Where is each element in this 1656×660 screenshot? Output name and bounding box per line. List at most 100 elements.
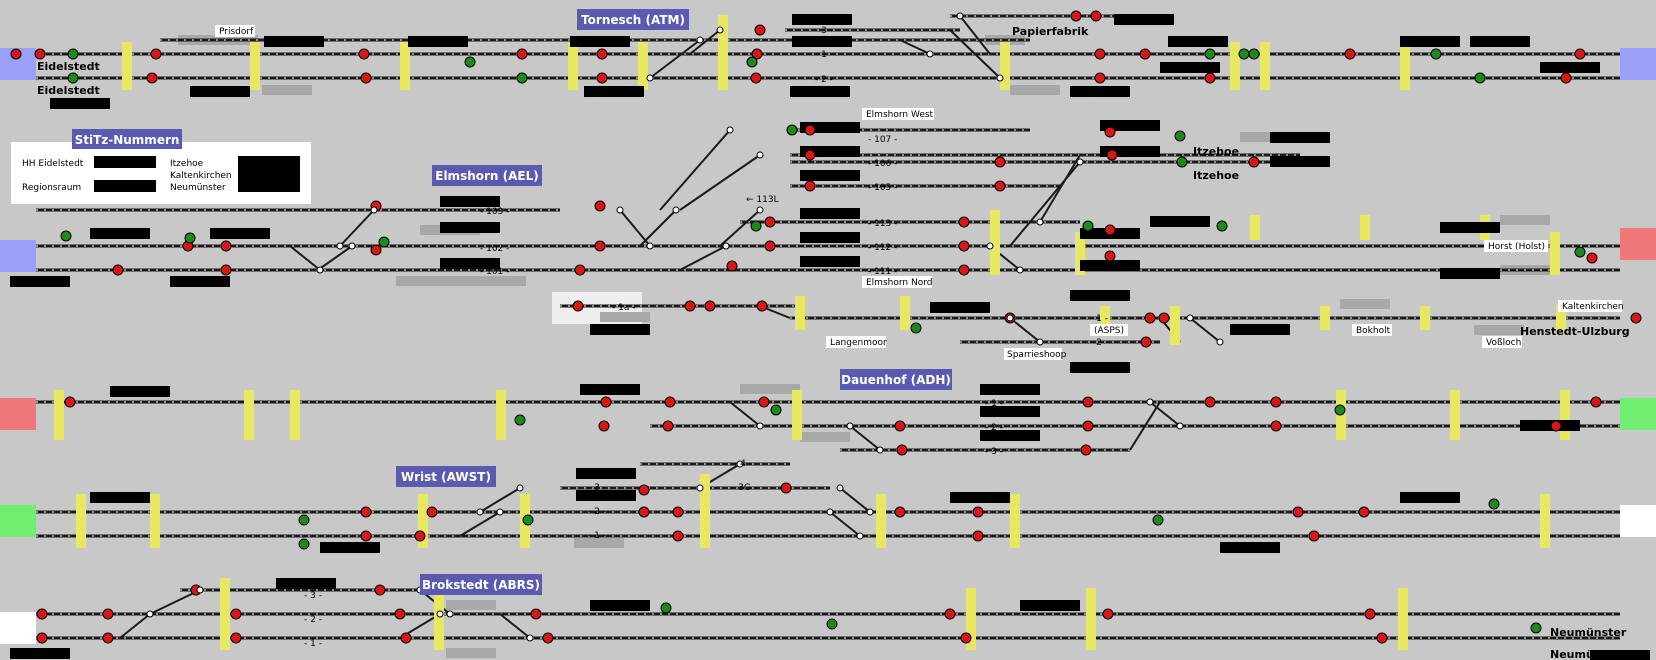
track-crossover[interactable] [959,15,991,55]
switch-point[interactable] [446,610,454,618]
signal-lamp[interactable] [786,124,798,136]
switch-point[interactable] [986,242,994,250]
signal-lamp[interactable] [230,632,242,644]
signal-lamp[interactable] [704,300,716,312]
signal-lamp[interactable] [542,632,554,644]
signal-lamp[interactable] [1082,396,1094,408]
signal-lamp[interactable] [1474,72,1486,84]
train-number-display[interactable] [980,430,1040,441]
stitz-display-hh-eidelstedt[interactable] [94,156,156,168]
signal-lamp[interactable] [804,149,816,161]
signal-lamp[interactable] [960,632,972,644]
track-crossover[interactable] [839,487,871,513]
block-marker[interactable] [496,390,506,440]
train-number-display[interactable] [1070,290,1130,301]
signal-lamp[interactable] [516,72,528,84]
signal-lamp[interactable] [1590,396,1602,408]
track-crossover[interactable] [679,245,727,271]
signal-lamp[interactable] [596,72,608,84]
edge-connector-dauenhof-right[interactable] [1620,398,1656,430]
block-marker[interactable] [1450,390,1460,440]
signal-lamp[interactable] [804,124,816,136]
signal-lamp[interactable] [958,216,970,228]
switch-point[interactable] [1036,218,1044,226]
switch-point[interactable] [646,74,654,82]
signal-lamp[interactable] [750,220,762,232]
block-marker[interactable] [1230,42,1240,90]
block-marker[interactable] [1250,215,1260,240]
train-number-display[interactable] [276,578,336,589]
block-marker[interactable] [1320,306,1330,330]
signal-lamp[interactable] [1248,156,1260,168]
signal-lamp[interactable] [1139,48,1151,60]
train-number-display[interactable] [576,490,636,501]
signal-lamp[interactable] [1376,632,1388,644]
signal-lamp[interactable] [1204,396,1216,408]
train-number-display[interactable] [1440,268,1500,279]
signal-lamp[interactable] [1248,48,1260,60]
track-crossover[interactable] [339,209,375,247]
signal-lamp[interactable] [1204,72,1216,84]
train-number-display[interactable] [170,276,230,287]
block-marker[interactable] [1420,306,1430,330]
block-marker[interactable] [400,42,410,90]
train-number-display[interactable] [110,386,170,397]
block-marker[interactable] [1360,215,1370,240]
block-marker[interactable] [795,296,805,330]
signal-lamp[interactable] [1174,130,1186,142]
train-number-display[interactable] [1100,146,1160,157]
track-crossover[interactable] [499,613,531,639]
switch-point[interactable] [370,206,378,214]
train-number-display[interactable] [590,324,650,335]
station-box[interactable] [420,574,542,595]
signal-lamp[interactable] [1176,156,1188,168]
edge-connector-right-up[interactable] [1620,48,1656,80]
block-marker[interactable] [1010,494,1020,548]
signal-lamp[interactable] [1488,498,1500,510]
block-marker[interactable] [244,390,254,440]
signal-lamp[interactable] [958,240,970,252]
train-number-display[interactable] [1220,542,1280,553]
signal-lamp[interactable] [746,56,758,68]
train-number-display[interactable] [1590,650,1650,660]
train-number-display[interactable] [1150,216,1210,227]
signal-lamp[interactable] [910,322,922,334]
signal-lamp[interactable] [150,48,162,60]
signal-lamp[interactable] [1090,10,1102,22]
train-number-display[interactable] [800,146,860,157]
stitz-display-regionsraum[interactable] [94,180,156,192]
signal-lamp[interactable] [751,48,763,60]
signal-lamp[interactable] [754,24,766,36]
signal-lamp[interactable] [298,514,310,526]
switch-point[interactable] [722,242,730,250]
edge-connector-wrist-left[interactable] [0,505,36,537]
signal-lamp[interactable] [684,300,696,312]
block-marker[interactable] [220,578,230,650]
train-number-display[interactable] [790,86,850,97]
train-number-display[interactable] [792,14,852,25]
block-marker[interactable] [990,210,1000,275]
switch-point[interactable] [836,484,844,492]
signal-lamp[interactable] [638,484,650,496]
track-crossover[interactable] [719,209,761,247]
train-number-display[interactable] [800,208,860,219]
block-marker[interactable] [54,390,64,440]
switch-point[interactable] [1036,338,1044,346]
signal-lamp[interactable] [67,72,79,84]
train-number-display[interactable] [190,86,250,97]
block-marker[interactable] [1170,306,1180,345]
track-crossover[interactable] [119,613,151,639]
signal-lamp[interactable] [1080,444,1092,456]
signal-lamp[interactable] [770,404,782,416]
block-marker[interactable] [568,42,578,90]
signal-lamp[interactable] [596,48,608,60]
signal-lamp[interactable] [1430,48,1442,60]
edge-connector-dauenhof-left[interactable] [0,398,36,430]
signal-lamp[interactable] [672,530,684,542]
signal-lamp[interactable] [896,444,908,456]
block-marker[interactable] [1400,42,1410,90]
signal-lamp[interactable] [426,506,438,518]
switch-point[interactable] [956,12,964,20]
train-number-display[interactable] [320,542,380,553]
train-number-display[interactable] [1080,260,1140,271]
